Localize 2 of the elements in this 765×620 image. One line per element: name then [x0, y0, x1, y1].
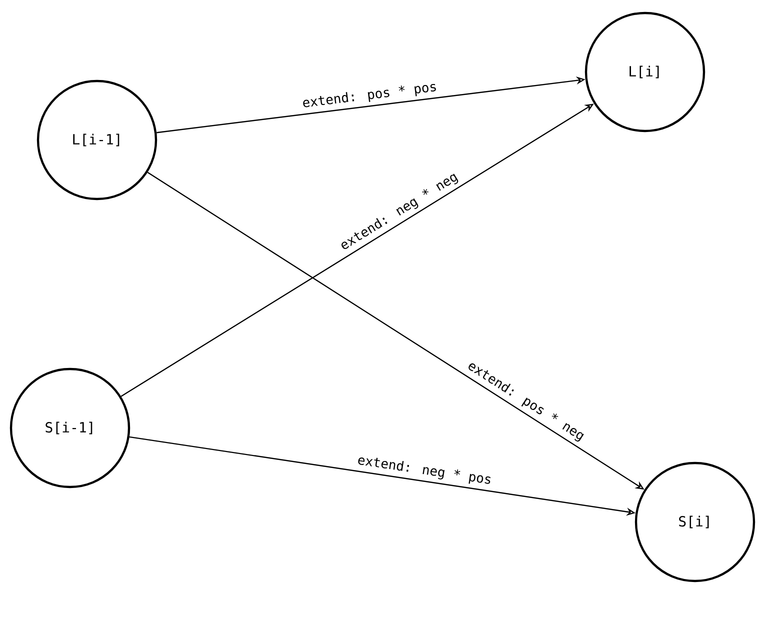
edge-label: extend: pos * pos [303, 84, 436, 108]
edge-label: extend: neg * pos [358, 457, 490, 484]
